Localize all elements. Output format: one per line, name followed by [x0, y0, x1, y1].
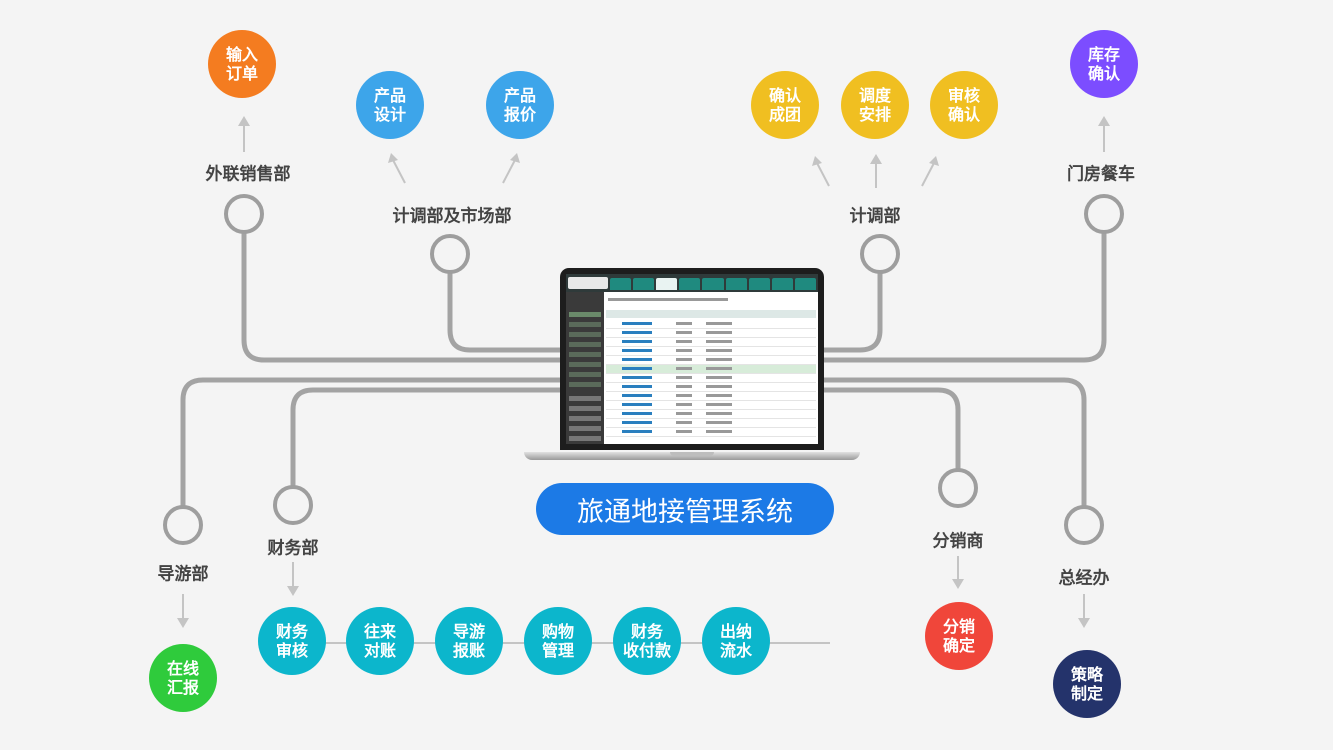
dept-label-wailian: 外联销售部: [205, 164, 291, 185]
task-cashier: 出纳 流水: [702, 607, 770, 675]
task-shopping: 购物 管理: [524, 607, 592, 675]
task-reconcile: 往来 对账: [346, 607, 414, 675]
dept-label-caiwu: 财务部: [267, 538, 319, 559]
task-strategy: 策略 制定: [1053, 650, 1121, 718]
node-ring-jidiao-shichang: [430, 234, 470, 274]
task-schedule: 调度 安排: [841, 71, 909, 139]
task-fin-review: 财务 审核: [258, 607, 326, 675]
laptop-screen: [560, 268, 824, 450]
node-ring-menfang: [1084, 194, 1124, 234]
node-ring-caiwu: [273, 485, 313, 525]
dept-label-zongjing: 总经办: [1058, 568, 1110, 589]
dept-label-jidiao: 计调部: [849, 206, 901, 227]
task-input-order: 输入 订单: [208, 30, 276, 98]
task-stock-confirm: 库存 确认: [1070, 30, 1138, 98]
task-product-design: 产品 设计: [356, 71, 424, 139]
task-review-confirm: 审核 确认: [930, 71, 998, 139]
laptop-illustration: [522, 266, 862, 466]
node-ring-wailian: [224, 194, 264, 234]
dept-label-daoyou: 导游部: [157, 564, 209, 585]
task-product-quote: 产品 报价: [486, 71, 554, 139]
node-ring-fenxiao: [938, 468, 978, 508]
node-ring-daoyou: [163, 505, 203, 545]
task-confirm-group: 确认 成团: [751, 71, 819, 139]
software-screenshot: [566, 274, 818, 444]
task-fin-payment: 财务 收付款: [613, 607, 681, 675]
task-guide-claim: 导游 报账: [435, 607, 503, 675]
task-online-report: 在线 汇报: [149, 644, 217, 712]
dept-label-menfang: 门房餐车: [1067, 164, 1135, 185]
node-ring-zongjing: [1064, 505, 1104, 545]
dept-label-jidiao-shichang: 计调部及市场部: [392, 206, 512, 227]
dept-label-fenxiao: 分销商: [932, 531, 984, 552]
node-ring-jidiao: [860, 234, 900, 274]
system-title: 旅通地接管理系统: [536, 483, 834, 535]
task-dist-confirm: 分销 确定: [925, 602, 993, 670]
